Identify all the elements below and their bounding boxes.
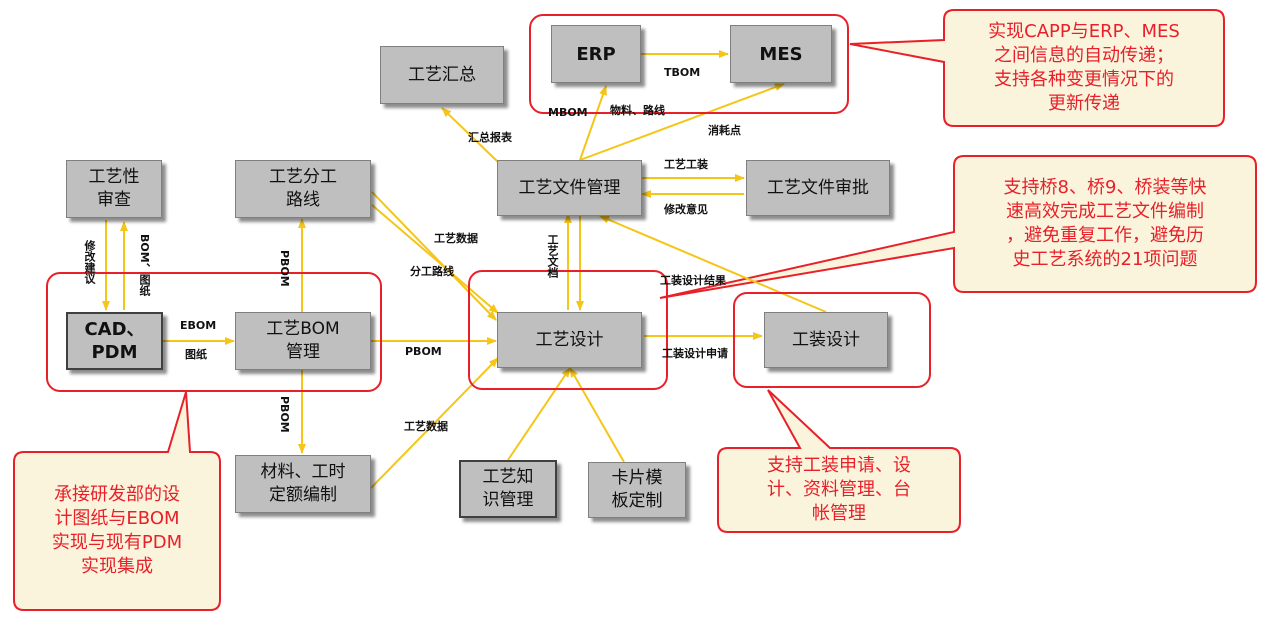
- mes-box[interactable]: MES: [730, 25, 832, 83]
- process-summary-box[interactable]: 工艺汇总: [380, 46, 504, 104]
- arrow-doc-to-erp: [579, 85, 607, 161]
- group-process-design: [468, 270, 668, 390]
- card-template-box[interactable]: 卡片模 板定制: [588, 462, 686, 518]
- edge-label-pbom-up: PBOM: [278, 250, 291, 287]
- arrow-knowledge-to-design: [507, 367, 571, 461]
- edge-label-tooling-design-result: 工装设计结果: [660, 274, 726, 287]
- edge-label-process-data-1: 工艺数据: [434, 232, 478, 245]
- process-knowledge-box[interactable]: 工艺知 识管理: [459, 460, 557, 518]
- edge-label-pbom-down: PBOM: [278, 396, 291, 433]
- arrow-doc-to-summary: [441, 107, 499, 163]
- edge-label-pbom-right: PBOM: [405, 345, 442, 358]
- edge-label-tooling-design-request: 工装设计申请: [662, 347, 728, 360]
- edge-label-material-route: 物料、路线: [610, 104, 665, 117]
- process-doc-approval-box[interactable]: 工艺文件审批: [746, 160, 890, 216]
- arrow-route-to-design-2: [371, 204, 499, 314]
- callout-pdm-integration: 承接研发部的设 计图纸与EBOM 实现与现有PDM 实现集成: [51, 484, 183, 577]
- group-erp-mes: [529, 14, 849, 114]
- edge-label-division-route: 分工路线: [410, 265, 454, 278]
- edge-label-tbom: TBOM: [664, 66, 701, 79]
- process-division-route-box[interactable]: 工艺分工 路线: [235, 160, 371, 218]
- edge-label-ebom: EBOM: [180, 319, 217, 332]
- edge-label-bom-drawing: BOM、图纸: [138, 234, 151, 296]
- edge-label-consumption-point: 消耗点: [708, 124, 741, 137]
- arrow-route-to-design: [371, 191, 497, 321]
- edge-label-process-doc: 工艺文档: [546, 234, 559, 278]
- edge-label-drawing: 图纸: [185, 348, 207, 361]
- arrow-template-to-design: [569, 367, 625, 463]
- group-cad-bom: [46, 272, 382, 392]
- callout-fast-compile: 支持桥8、桥9、桥装等快 速高效完成工艺文件编制 ，避免重复工作，避免历 史工艺…: [1003, 177, 1207, 270]
- process-design-box[interactable]: 工艺设计: [497, 312, 642, 368]
- arrow-doc-to-mes: [579, 83, 785, 161]
- edge-label-process-data-2: 工艺数据: [404, 420, 448, 433]
- edge-label-revision-opinion: 修改意见: [664, 203, 708, 216]
- edge-label-mbom: MBOM: [548, 106, 588, 119]
- callout-tooling-support: 支持工装申请、设 计、资料管理、台 帐管理: [767, 455, 911, 524]
- callout-tooling-shape: [717, 389, 961, 533]
- erp-box[interactable]: ERP: [551, 25, 641, 83]
- manufacturability-review-box[interactable]: 工艺性 审查: [66, 160, 162, 218]
- edge-label-process-tooling: 工艺工装: [664, 158, 708, 171]
- callout-fast-compile-shape: [659, 155, 1257, 299]
- edge-label-modify-suggestion: 修改建议: [83, 240, 96, 284]
- tooling-design-box[interactable]: 工装设计: [764, 312, 888, 368]
- process-bom-mgmt-box[interactable]: 工艺BOM 管理: [235, 312, 371, 370]
- callout-pdm-shape: [13, 391, 221, 611]
- arrow-tooling-to-doc: [599, 215, 827, 313]
- cad-pdm-box[interactable]: CAD、 PDM: [66, 312, 163, 370]
- edge-label-summary-report: 汇总报表: [468, 131, 512, 144]
- group-tooling-design: [733, 292, 931, 388]
- material-quota-box[interactable]: 材料、工时 定额编制: [235, 455, 371, 513]
- callout-capp-integration: 实现CAPP与ERP、MES 之间信息的自动传递； 支持各种变更情况下的 更新传…: [988, 21, 1180, 114]
- process-doc-mgmt-box[interactable]: 工艺文件管理: [497, 160, 642, 216]
- callout-capp-shape: [849, 9, 1225, 127]
